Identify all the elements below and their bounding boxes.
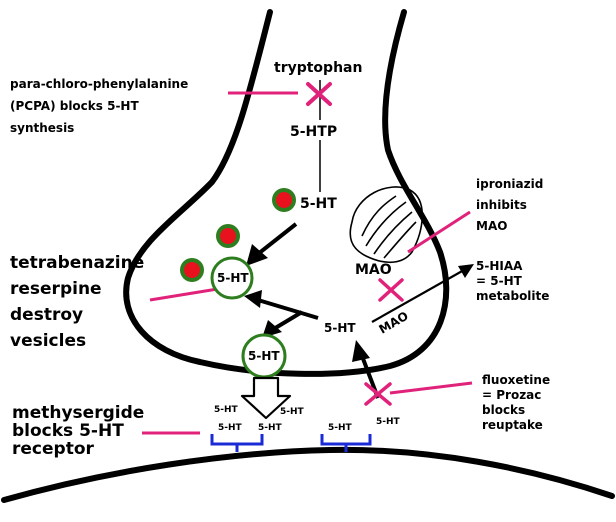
reuptake-ht-label: 5-HT <box>376 417 401 427</box>
hiaa-label-line3: metabolite <box>476 289 549 303</box>
receptor-right-icon <box>320 434 372 452</box>
free-ht-label: 5-HT <box>324 321 356 335</box>
receptor-right-label: 5-HT <box>328 423 353 433</box>
tetrabenazine-label-line1: tetrabenazine <box>10 253 144 273</box>
repackaging-arrow <box>257 298 319 320</box>
metabolite-arrowhead-icon <box>458 264 474 278</box>
vesicle-upper <box>210 256 254 300</box>
granule <box>180 258 204 282</box>
fluoxetine-label-line4: reuptake <box>482 418 543 432</box>
metabolite-arrow <box>371 269 465 323</box>
cleft-ht-label: 5-HT <box>214 405 239 415</box>
presynaptic-membrane <box>123 9 450 377</box>
pcpa-block-cross-icon <box>306 82 332 106</box>
vesicle-lower-label: 5-HT <box>248 349 280 363</box>
tetrabenazine-label-line4: vesicles <box>10 331 86 351</box>
mao-block-cross-icon <box>378 278 404 302</box>
granule <box>272 188 296 212</box>
granule <box>216 224 240 248</box>
loading-arrow <box>256 222 298 256</box>
vesicle-transfer-arrow <box>270 310 304 332</box>
tetrabenazine-label-line2: reserpine <box>10 279 102 299</box>
pcpa-label-line1: para-chloro-phenylalanine <box>10 77 188 91</box>
fluoxetine-label-line2: = Prozac <box>482 388 541 402</box>
fluoxetine-label-line1: fluoxetine <box>482 373 550 387</box>
methysergide-label-line2: blocks 5-HT <box>12 421 124 441</box>
iproniazid-label-line1: iproniazid <box>476 177 543 191</box>
cleft-ht-label: 5-HT <box>280 407 305 417</box>
hiaa-label-line1: 5-HIAA <box>476 259 523 273</box>
fluoxetine-label-line3: blocks <box>482 403 525 417</box>
methysergide-label-line1: methysergide <box>12 403 144 423</box>
exocytosis-arrow-icon <box>240 376 292 420</box>
methysergide-label-line3: receptor <box>12 439 94 459</box>
iproniazid-block-line <box>407 210 471 254</box>
iproniazid-label-line2: inhibits <box>476 198 527 212</box>
fluoxetine-block-cross-icon <box>364 382 392 406</box>
reuptake-arrowhead-icon <box>352 340 370 362</box>
receptor-left-label: 5-HT <box>218 423 243 433</box>
hiaa-label-line2: = 5-HT <box>476 274 523 288</box>
mao-arrow-label: MAO <box>377 309 411 337</box>
tetrabenazine-label-line3: destroy <box>10 305 83 325</box>
cleft-ht-label: 5-HT <box>258 423 283 433</box>
fluoxetine-block-line <box>389 381 473 395</box>
vesicle-transfer-arrowhead-icon <box>262 320 282 338</box>
pcpa-label-line2: (PCPA) blocks 5-HT <box>10 99 139 113</box>
repackaging-arrowhead-icon <box>244 290 262 308</box>
postsynaptic-membrane <box>1 446 615 503</box>
receptor-left-icon <box>210 434 264 452</box>
htp-label: 5-HTP <box>290 124 337 140</box>
tryptophan-label: tryptophan <box>274 60 362 76</box>
iproniazid-label-line3: MAO <box>476 219 507 233</box>
mao-label: MAO <box>355 262 392 278</box>
vesicle-upper-label: 5-HT <box>217 271 249 285</box>
ht-main-label: 5-HT <box>300 196 337 212</box>
loading-arrowhead-icon <box>246 244 268 266</box>
pcpa-label-line3: synthesis <box>10 121 74 135</box>
